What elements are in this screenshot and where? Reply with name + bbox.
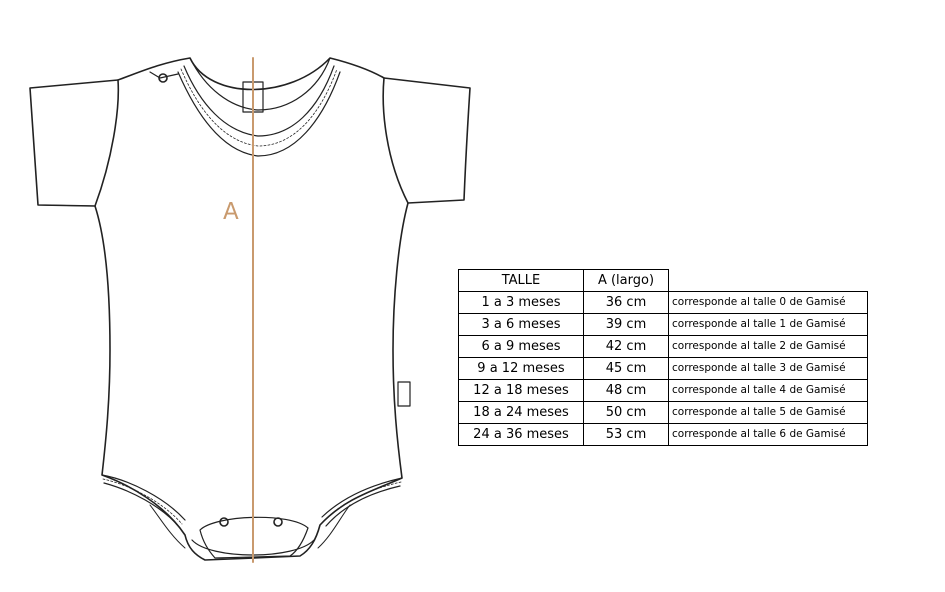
size-table: TALLE A (largo) 1 a 3 meses 36 cm corres… [458,269,868,446]
length-cell: 36 cm [583,291,669,314]
table-row: 18 a 24 meses 50 cm corresponde al talle… [458,401,868,424]
equivalence-cell: corresponde al talle 4 de Gamisé [668,379,868,402]
equivalence-cell: corresponde al talle 3 de Gamisé [668,357,868,380]
measure-label-a: A [223,199,239,225]
shoulder-overlap [149,71,179,79]
side-tag [397,381,411,407]
header-length: A (largo) [583,269,669,292]
body-outline [94,57,409,561]
table-row: 1 a 3 meses 36 cm corresponde al talle 0… [458,291,868,314]
size-cell: 12 a 18 meses [458,379,584,402]
neckline-inner [189,57,331,111]
header-size: TALLE [458,269,584,292]
neckline-binding-2 [177,71,341,157]
size-cell: 6 a 9 meses [458,335,584,358]
length-cell: 45 cm [583,357,669,380]
table-row: 3 a 6 meses 39 cm corresponde al talle 1… [458,313,868,336]
table-header-row: TALLE A (largo) [458,269,868,292]
neckline-binding-1 [183,65,335,137]
table-row: 24 a 36 meses 53 cm corresponde al talle… [458,423,868,446]
crotch-flap [199,516,309,559]
size-cell: 9 a 12 meses [458,357,584,380]
table-row: 9 a 12 meses 45 cm corresponde al talle … [458,357,868,380]
right-leg-binding-1 [321,477,403,518]
right-leg-stitch [323,481,402,522]
length-cell: 53 cm [583,423,669,446]
length-cell: 39 cm [583,313,669,336]
right-leg-opening [317,504,351,549]
length-cell: 50 cm [583,401,669,424]
left-leg-binding-2 [103,482,181,529]
left-leg-binding-1 [101,474,186,521]
table-row: 6 a 9 meses 42 cm corresponde al talle 2… [458,335,868,358]
size-cell: 3 a 6 meses [458,313,584,336]
left-leg-opening [149,504,186,549]
left-sleeve-hem [37,204,96,207]
right-leg-binding-2 [325,485,401,527]
neckline-stitch [180,68,338,147]
equivalence-cell: corresponde al talle 6 de Gamisé [668,423,868,446]
equivalence-cell: corresponde al talle 2 de Gamisé [668,335,868,358]
equivalence-cell: corresponde al talle 5 de Gamisé [668,401,868,424]
left-sleeve [29,79,119,207]
size-cell: 1 a 3 meses [458,291,584,314]
equivalence-cell: corresponde al talle 0 de Gamisé [668,291,868,314]
length-cell: 42 cm [583,335,669,358]
crotch-snap-right [273,517,283,527]
crotch-snap-left [219,517,229,527]
length-cell: 48 cm [583,379,669,402]
size-cell: 24 a 36 meses [458,423,584,446]
size-cell: 18 a 24 meses [458,401,584,424]
right-sleeve [383,77,471,204]
equivalence-cell: corresponde al talle 1 de Gamisé [668,313,868,336]
baby-bodysuit-drawing [29,57,471,563]
table-row: 12 a 18 meses 48 cm corresponde al talle… [458,379,868,402]
left-leg-stitch [102,478,183,525]
header-equivalence [668,269,868,292]
shoulder-snap [158,73,168,83]
